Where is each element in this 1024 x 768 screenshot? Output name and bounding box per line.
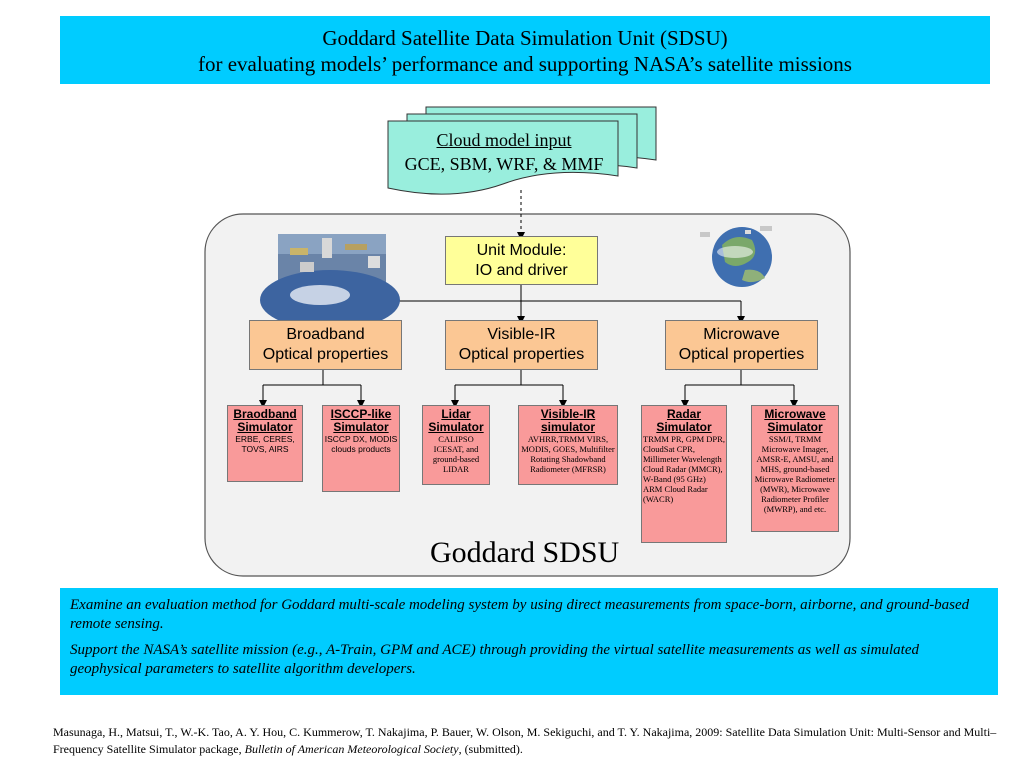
- optical-box-broadband: Broadband Optical properties: [249, 320, 402, 370]
- sim-lidar-head-1: Lidar: [441, 407, 471, 421]
- sim-lidar-head-2: Simulator: [428, 420, 484, 434]
- optical-visible-ir-line-1: Visible-IR: [487, 326, 556, 343]
- info-box: Examine an evaluation method for Goddard…: [60, 588, 998, 695]
- sim-radar-body: TRMM PR, GPM DPR, CloudSat CPR, Millimet…: [643, 434, 725, 504]
- sim-microwave-body: SSM/I, TRMM Microwave Imager, AMSR-E, AM…: [754, 434, 836, 514]
- sim-microwave-head-1: Microwave: [764, 407, 826, 421]
- title-line-2: for evaluating models’ performance and s…: [198, 52, 852, 76]
- simulator-lidar: Lidar Simulator CALIPSO ICESAT, and grou…: [422, 405, 490, 485]
- info-paragraph-2: Support the NASA’s satellite mission (e.…: [70, 642, 919, 677]
- title-banner: Goddard Satellite Data Simulation Unit (…: [60, 16, 990, 84]
- optical-microwave-line-2: Optical properties: [678, 346, 805, 363]
- optical-broadband-line-1: Broadband: [286, 326, 365, 343]
- globe-satellite-image: [700, 226, 772, 287]
- satellite-earth-image: [260, 234, 400, 330]
- doc-models: GCE, SBM, WRF, & MMF: [404, 154, 604, 174]
- sim-lidar-body: CALIPSO ICESAT, and ground-based LIDAR: [432, 434, 480, 474]
- simulator-isccp: ISCCP-like Simulator ISCCP DX, MODIS clo…: [322, 405, 400, 492]
- title-line-1: Goddard Satellite Data Simulation Unit (…: [322, 26, 728, 50]
- sim-broadband-head-2: Simulator: [237, 420, 293, 434]
- sim-isccp-body: ISCCP DX, MODIS clouds products: [324, 434, 398, 454]
- citation-status: , (submitted).: [458, 742, 523, 756]
- cloud-model-input-doc: Cloud model input GCE, SBM, WRF, & MMF: [388, 128, 620, 176]
- doc-heading: Cloud model input: [436, 130, 572, 150]
- optical-microwave-line-1: Microwave: [703, 326, 780, 343]
- optical-box-visible-ir: Visible-IR Optical properties: [445, 320, 598, 370]
- sim-visible-ir-head-2: simulator: [540, 420, 595, 434]
- citation-journal: Bulletin of American Meteorological Soci…: [244, 742, 459, 756]
- citation: Masunaga, H., Matsui, T., W.-K. Tao, A. …: [53, 724, 1003, 758]
- sim-broadband-body: ERBE, CERES, TOVS, AIRS: [235, 434, 295, 454]
- sim-visible-ir-head-1: Visible-IR: [540, 407, 596, 421]
- optical-broadband-line-2: Optical properties: [262, 346, 389, 363]
- unit-module-line-2: IO and driver: [475, 261, 568, 279]
- sim-isccp-head-1: ISCCP-like: [330, 407, 392, 421]
- sim-isccp-head-2: Simulator: [333, 420, 389, 434]
- simulator-broadband: Braodband Simulator ERBE, CERES, TOVS, A…: [227, 405, 303, 482]
- info-paragraph-1: Examine an evaluation method for Goddard…: [70, 597, 970, 632]
- simulator-microwave: Microwave Simulator SSM/I, TRMM Microwav…: [751, 405, 839, 532]
- sim-microwave-head-2: Simulator: [767, 420, 823, 434]
- simulator-radar: Radar Simulator TRMM PR, GPM DPR, CloudS…: [641, 405, 727, 543]
- sim-radar-head-1: Radar: [666, 407, 701, 421]
- optical-to-simulator-connectors: [259, 370, 798, 408]
- unit-module-line-1: Unit Module:: [476, 241, 567, 259]
- optical-box-microwave: Microwave Optical properties: [665, 320, 818, 370]
- unit-module-box: Unit Module: IO and driver: [445, 236, 598, 285]
- cloud-model-input-doc-stack: [387, 106, 657, 195]
- sim-radar-head-2: Simulator: [656, 420, 712, 434]
- optical-visible-ir-line-2: Optical properties: [458, 346, 585, 363]
- sim-visible-ir-body: AVHRR,TRMM VIRS, MODIS, GOES, Multifilte…: [521, 434, 615, 474]
- sdsu-label: Goddard SDSU: [430, 536, 620, 569]
- simulator-visible-ir: Visible-IR simulator AVHRR,TRMM VIRS, MO…: [518, 405, 618, 485]
- citation-authors: Masunaga, H., Matsui, T., W.-K. Tao, A. …: [53, 725, 997, 756]
- sim-broadband-head-1: Braodband: [233, 407, 297, 421]
